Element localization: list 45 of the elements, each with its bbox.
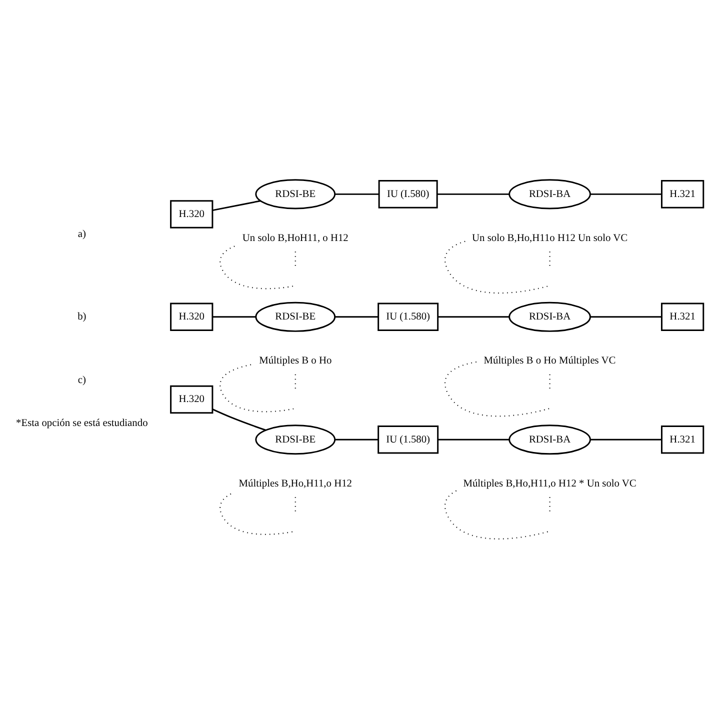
node-box: H.320 bbox=[170, 302, 214, 331]
node-text: Un solo B,Ho,H11o H12 Un solo VC bbox=[472, 232, 628, 244]
connector bbox=[437, 192, 510, 194]
node-box: IU (1.580) bbox=[378, 302, 439, 331]
connector bbox=[444, 360, 550, 416]
node-text: Múltiples B o Ho bbox=[259, 355, 332, 366]
node-box: IU (I.580) bbox=[378, 180, 438, 208]
connector bbox=[220, 492, 296, 534]
node-ellipse: RDSI-BA bbox=[508, 178, 591, 209]
label: *Esta opción se está estudiando bbox=[16, 418, 148, 429]
connector bbox=[294, 374, 296, 390]
connector bbox=[335, 316, 378, 318]
connector bbox=[335, 438, 378, 440]
node-ellipse: RDSI-BA bbox=[508, 424, 591, 454]
connector bbox=[212, 408, 266, 430]
connector bbox=[444, 240, 550, 294]
connector bbox=[590, 438, 662, 440]
node-box: H.321 bbox=[660, 425, 704, 454]
connector bbox=[212, 316, 256, 318]
node-text: Un solo B,HoH11, o H12 bbox=[242, 232, 348, 244]
node-box: H.320 bbox=[170, 384, 214, 414]
node-text: Múltiples B o Ho Múltiples VC bbox=[484, 355, 616, 366]
connector bbox=[438, 316, 510, 318]
node-ellipse: RDSI-BA bbox=[508, 301, 591, 332]
node-ellipse: RDSI-BE bbox=[255, 301, 336, 332]
connector bbox=[549, 374, 550, 390]
connector bbox=[335, 192, 379, 194]
node-text: Múltiples B,Ho,H11,o H12 * Un solo VC bbox=[463, 478, 636, 489]
connector bbox=[212, 200, 261, 211]
connector bbox=[444, 490, 550, 539]
label: c) bbox=[78, 374, 86, 386]
node-box: H.321 bbox=[660, 180, 704, 208]
node-box: IU (1.580) bbox=[378, 425, 439, 454]
connector bbox=[590, 316, 662, 318]
connector bbox=[220, 245, 296, 289]
label: a) bbox=[78, 228, 86, 240]
node-box: H.320 bbox=[170, 200, 214, 228]
node-box: H.321 bbox=[660, 302, 704, 331]
node-ellipse: RDSI-BE bbox=[255, 424, 336, 454]
connector bbox=[438, 438, 510, 440]
node-ellipse: RDSI-BE bbox=[255, 178, 336, 209]
connector bbox=[590, 192, 662, 194]
label: b) bbox=[78, 311, 86, 322]
connector bbox=[220, 364, 296, 412]
node-text: Múltiples B,Ho,H11,o H12 bbox=[238, 478, 352, 489]
